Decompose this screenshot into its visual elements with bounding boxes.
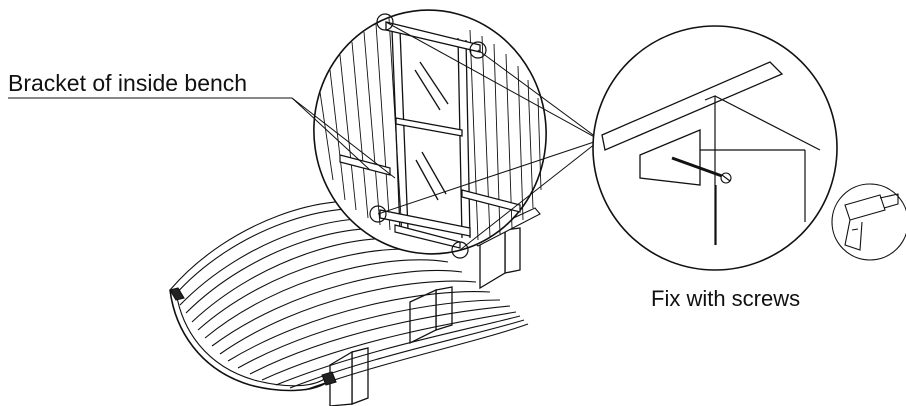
round-end-wall bbox=[313, 9, 547, 259]
bracket-label: Bracket of inside bench bbox=[8, 70, 248, 96]
support-blocks bbox=[329, 227, 521, 406]
screw-icon bbox=[671, 156, 732, 184]
power-drill-icon bbox=[831, 183, 906, 261]
detail-magnifier bbox=[592, 25, 838, 271]
fix-with-screws-label: Fix with screws bbox=[651, 286, 801, 311]
leader-lines bbox=[8, 21, 601, 251]
